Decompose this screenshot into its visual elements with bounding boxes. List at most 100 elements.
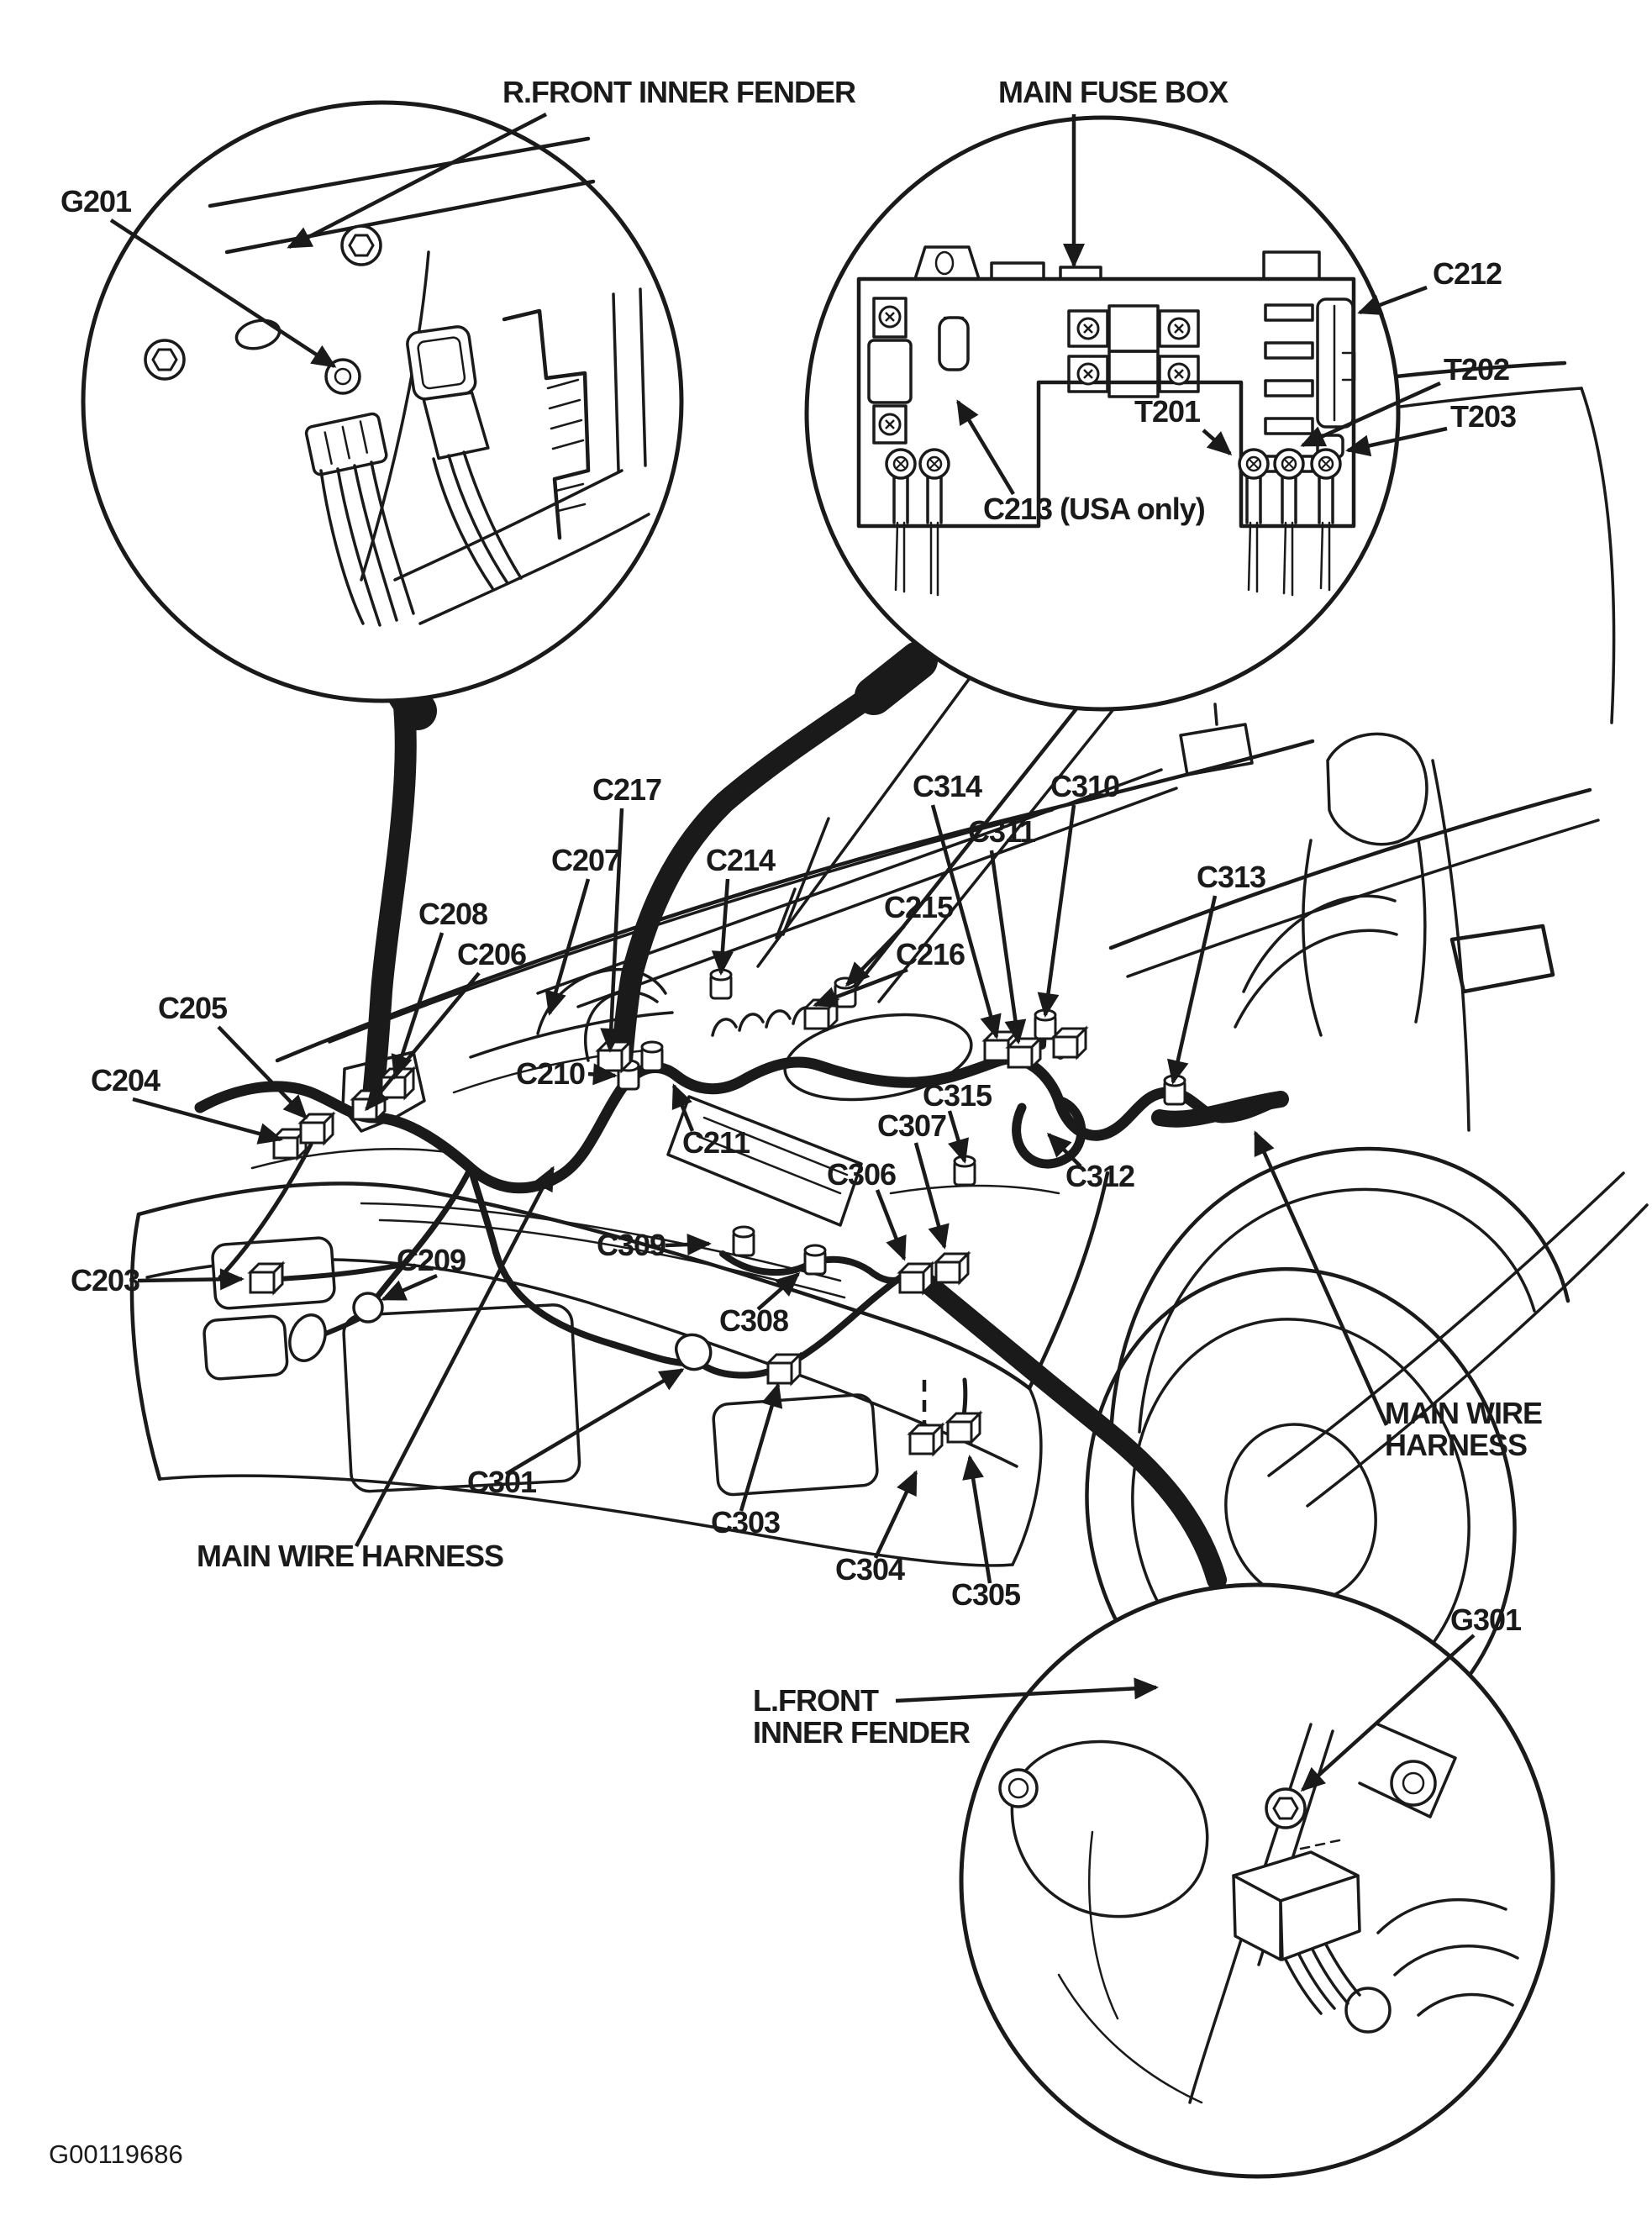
leader-c314 <box>930 804 1002 1039</box>
leader-c217 <box>600 808 624 1053</box>
callout-main-wire-harness-right-line1: MAIN WIRE <box>1385 1396 1542 1430</box>
leader-c301 <box>504 1368 685 1476</box>
leader-c210 <box>587 1063 618 1086</box>
callout-c309: C309 <box>597 1228 666 1262</box>
connector-cube <box>766 1353 802 1385</box>
leader-g201 <box>109 218 337 368</box>
leader-c308 <box>756 1272 801 1311</box>
callout-c205: C205 <box>158 991 228 1025</box>
callout-t203: T203 <box>1450 399 1516 434</box>
inset-main-fuse-box <box>804 115 1401 712</box>
callout-g301: G301 <box>1450 1603 1522 1637</box>
leader-mwh-right <box>1253 1130 1389 1426</box>
leader-c211 <box>671 1083 695 1132</box>
callout-c313: C313 <box>1197 860 1265 894</box>
connector-pod <box>709 968 733 1000</box>
callout-c207: C207 <box>551 843 620 877</box>
callout-labels: G201 R.FRONT INNER FENDER MAIN FUSE BOX … <box>49 75 1543 2169</box>
leader-c310 <box>1037 804 1076 1018</box>
leader-c214 <box>711 878 734 976</box>
inset-title-right-front-inner-fender: R.FRONT INNER FENDER <box>502 75 856 109</box>
callout-c204: C204 <box>91 1063 160 1097</box>
leader-c209 <box>381 1273 438 1302</box>
callout-c311: C311 <box>968 814 1036 849</box>
connector-cube <box>299 1113 334 1145</box>
callout-c307: C307 <box>877 1108 946 1143</box>
callout-c210: C210 <box>516 1056 585 1091</box>
leader-c307 <box>913 1142 950 1250</box>
inset-title-main-fuse-box: MAIN FUSE BOX <box>998 75 1228 109</box>
leader-c315 <box>947 1110 969 1164</box>
callout-c304: C304 <box>835 1552 905 1587</box>
connector-cube <box>1007 1037 1042 1069</box>
connector-cube <box>898 1262 934 1294</box>
leader-t201 <box>1202 429 1233 455</box>
leader-c304 <box>873 1470 918 1559</box>
band-left-inset-tail <box>360 687 417 1122</box>
callout-c214: C214 <box>706 843 776 877</box>
leader-g301 <box>1300 1634 1476 1792</box>
leader-c213 <box>956 399 1015 496</box>
callout-c212: C212 <box>1433 256 1502 291</box>
inset-title-left-front-inner-fender-line2: INNER FENDER <box>753 1715 971 1750</box>
connector-cube <box>946 1412 981 1444</box>
callout-leaders <box>109 113 1476 1792</box>
band-fusebox-tail <box>611 671 902 1071</box>
inset-left-front-inner-fender <box>959 1582 1555 2179</box>
leader-c206 <box>365 971 481 1112</box>
callout-c216: C216 <box>896 937 965 971</box>
connector-cube <box>1052 1027 1087 1059</box>
callout-c312: C312 <box>1065 1159 1134 1193</box>
figure-id: G00119686 <box>49 2139 183 2169</box>
leader-mwh-left <box>355 1166 555 1548</box>
connector-cube <box>908 1424 944 1455</box>
leader-c207 <box>545 878 591 1016</box>
connector-round <box>352 1292 384 1324</box>
callout-c213: C213 (USA only) <box>983 492 1205 526</box>
leader-c215 <box>844 924 906 987</box>
leader-c204 <box>132 1097 283 1145</box>
connectors <box>249 968 1186 1455</box>
engine-bay <box>250 968 1060 1227</box>
leader-c306 <box>875 1189 907 1261</box>
inset-right-front-inner-fender <box>81 100 684 703</box>
callout-c215: C215 <box>884 890 954 924</box>
callout-c217: C217 <box>592 772 661 807</box>
callout-c303: C303 <box>711 1505 780 1539</box>
connector-ring <box>288 1313 327 1362</box>
callout-t201: T201 <box>1134 394 1201 429</box>
leader-c313 <box>1167 895 1218 1085</box>
leader-c216 <box>813 967 908 1008</box>
leader-lfif <box>895 1677 1159 1703</box>
connector-pod <box>732 1225 755 1257</box>
callout-c306: C306 <box>827 1157 896 1192</box>
connector-pod <box>640 1040 664 1072</box>
callout-t202: T202 <box>1444 352 1509 387</box>
connector-cube <box>934 1252 970 1284</box>
callout-g201: G201 <box>61 184 132 218</box>
connector-pod <box>803 1244 827 1276</box>
callout-c211: C211 <box>682 1125 750 1160</box>
leader-rfif <box>287 113 548 249</box>
callout-c310: C310 <box>1050 769 1119 803</box>
callout-main-wire-harness-right-line2: HARNESS <box>1385 1428 1527 1462</box>
leader-c212 <box>1357 285 1428 316</box>
leader-t203 <box>1345 426 1448 457</box>
callout-c305: C305 <box>951 1577 1021 1612</box>
leader-c309 <box>665 1234 712 1255</box>
inset-title-left-front-inner-fender-line1: L.FRONT <box>753 1683 879 1718</box>
leader-c203 <box>137 1268 245 1291</box>
callout-c301: C301 <box>467 1465 537 1499</box>
leader-c208 <box>391 932 445 1080</box>
callout-c208: C208 <box>418 897 487 931</box>
leader-c305 <box>962 1455 992 1584</box>
leader-c312 <box>1046 1132 1082 1168</box>
callout-c308: C308 <box>719 1303 788 1338</box>
leader-t202 <box>1300 381 1441 448</box>
callout-c314: C314 <box>913 769 982 803</box>
callout-c209: C209 <box>397 1243 466 1277</box>
callout-c206: C206 <box>457 937 526 971</box>
connector-cube <box>597 1040 632 1072</box>
